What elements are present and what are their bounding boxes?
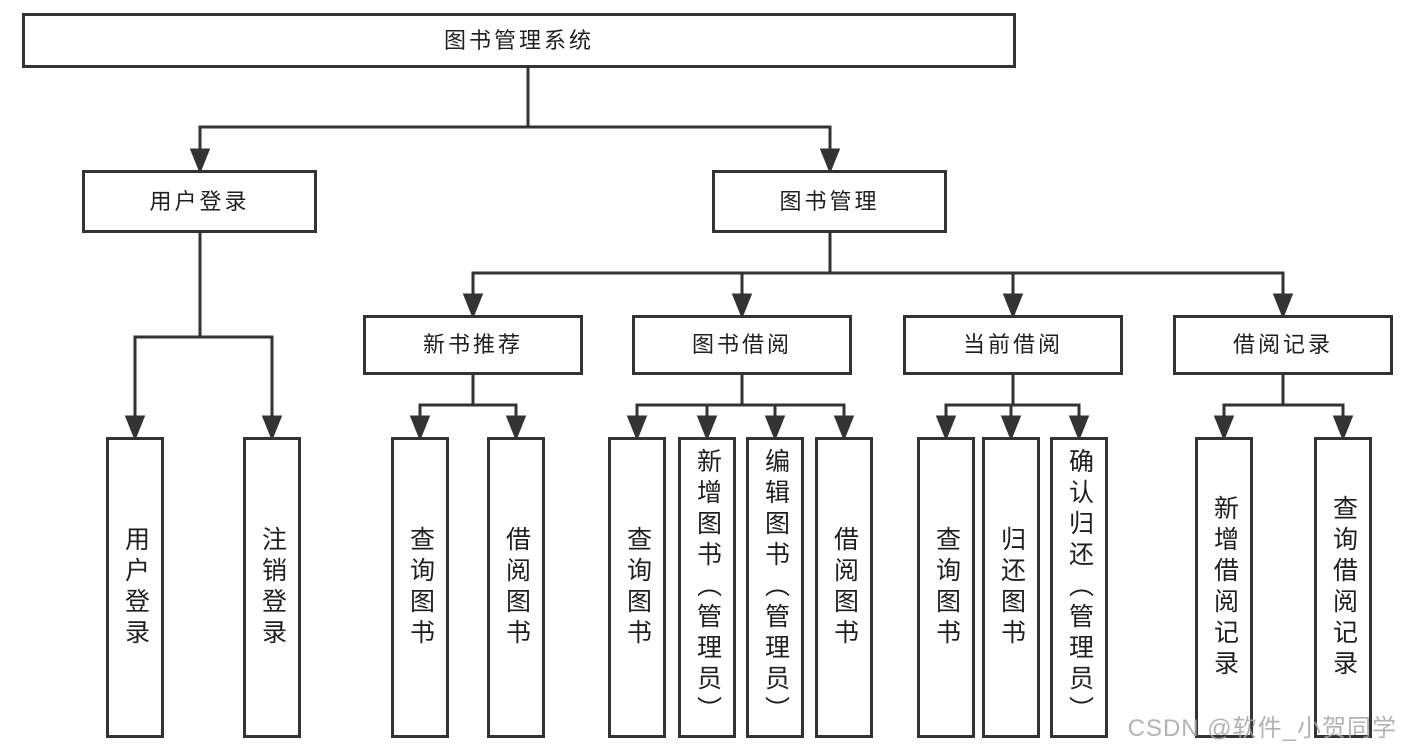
arrowhead-down-icon bbox=[1272, 293, 1294, 320]
node-user-login: 用户登录 bbox=[82, 170, 317, 233]
leaf-user-login: 用户登录 bbox=[106, 437, 164, 738]
arrowhead-down-icon bbox=[1000, 415, 1022, 442]
watermark-text: CSDN @软件_小贺同学 bbox=[1127, 715, 1397, 742]
leaf-query-books-1: 查询图书 bbox=[391, 437, 449, 738]
arrowhead-down-icon bbox=[261, 415, 283, 442]
leaf-query-borrow-record: 查询借阅记录 bbox=[1314, 437, 1372, 738]
arrowhead-down-icon bbox=[833, 415, 855, 442]
leaf-edit-books-admin: 编辑图书（管理员） bbox=[746, 437, 804, 738]
node-new-book-recommend: 新书推荐 bbox=[363, 315, 583, 375]
arrowhead-down-icon bbox=[505, 415, 527, 442]
connector-root-to-level2 bbox=[189, 68, 841, 175]
leaf-return-books: 归还图书 bbox=[982, 437, 1040, 738]
arrowhead-down-icon bbox=[462, 293, 484, 320]
arrowhead-down-icon bbox=[764, 415, 786, 442]
arrowhead-down-icon bbox=[1002, 293, 1024, 320]
arrowhead-down-icon bbox=[935, 415, 957, 442]
connector-user-login-children bbox=[124, 233, 283, 442]
arrowhead-down-icon bbox=[731, 293, 753, 320]
arrowhead-down-icon bbox=[409, 415, 431, 442]
arrowhead-down-icon bbox=[819, 148, 841, 175]
connector-new-books-children bbox=[409, 375, 527, 442]
node-current-borrowing: 当前借阅 bbox=[903, 315, 1123, 375]
arrowhead-down-icon bbox=[626, 415, 648, 442]
root-node-library-system: 图书管理系统 bbox=[22, 13, 1016, 68]
leaf-query-books-3: 查询图书 bbox=[917, 437, 975, 738]
arrowhead-down-icon bbox=[1213, 415, 1235, 442]
arrowhead-down-icon bbox=[189, 148, 211, 175]
node-book-management: 图书管理 bbox=[712, 170, 947, 233]
leaf-add-books-admin: 新增图书（管理员） bbox=[678, 437, 736, 738]
leaf-confirm-return-admin: 确认归还（管理员） bbox=[1050, 437, 1108, 738]
connector-borrow-records-children bbox=[1213, 375, 1354, 442]
arrowhead-down-icon bbox=[1332, 415, 1354, 442]
leaf-borrow-books-1: 借阅图书 bbox=[487, 437, 545, 738]
arrowhead-down-icon bbox=[696, 415, 718, 442]
arrowhead-down-icon bbox=[124, 415, 146, 442]
leaf-borrow-books-2: 借阅图书 bbox=[815, 437, 873, 738]
connector-current-borrowing-children bbox=[935, 375, 1090, 442]
leaf-add-borrow-record: 新增借阅记录 bbox=[1195, 437, 1253, 738]
node-book-borrowing: 图书借阅 bbox=[632, 315, 852, 375]
connector-book-management-sections bbox=[462, 233, 1294, 320]
node-borrow-records: 借阅记录 bbox=[1173, 315, 1393, 375]
connector-book-borrowing-children bbox=[626, 375, 855, 442]
leaf-query-books-2: 查询图书 bbox=[608, 437, 666, 738]
leaf-logout: 注销登录 bbox=[243, 437, 301, 738]
arrowhead-down-icon bbox=[1068, 415, 1090, 442]
